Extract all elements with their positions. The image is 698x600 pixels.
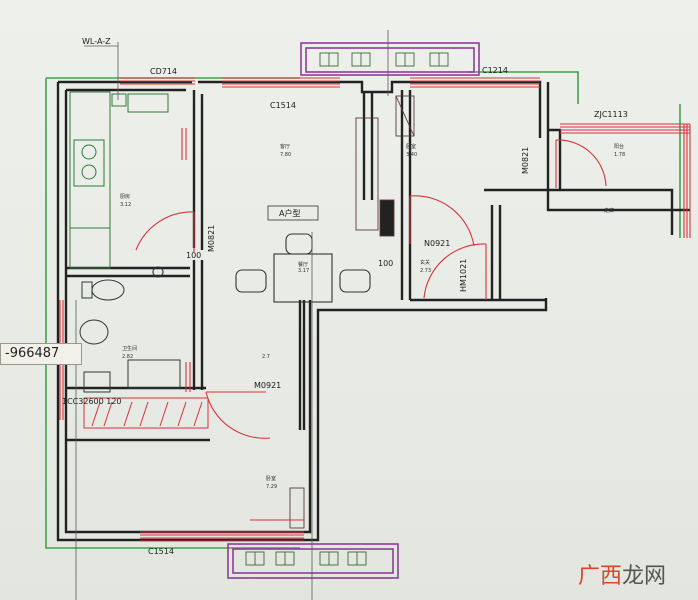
walls xyxy=(56,80,690,542)
door-swings xyxy=(135,139,607,439)
bay-windows xyxy=(227,42,480,579)
label-100-right: 100 xyxy=(378,259,393,268)
unit-tag: A户型 xyxy=(279,208,300,218)
wardrobe xyxy=(83,397,209,429)
label-m0821-right: M0821 xyxy=(521,147,530,174)
watermark-part2: 龙网 xyxy=(621,564,666,589)
watermark: 广西龙网 xyxy=(578,558,666,590)
room-masterbed-name: 卧室 xyxy=(266,475,276,482)
label-m0821-left: M0821 xyxy=(207,225,216,252)
inner-window-frames xyxy=(289,95,415,529)
room-passage-area: 2.7 xyxy=(262,354,270,360)
bay-window-fixtures xyxy=(245,52,449,566)
unit-tag-box xyxy=(267,205,319,221)
dining-set xyxy=(152,233,371,303)
label-bottom-left: 1CC32600 120 xyxy=(62,397,122,406)
label-c1214: C1214 xyxy=(482,66,508,75)
room-balcony-area: 1.78 xyxy=(614,152,625,158)
room-hall-area: 2.73 xyxy=(420,268,431,274)
room-living-area: 7.80 xyxy=(280,152,291,158)
label-wl: WL-A-Z xyxy=(82,37,111,46)
label-c1514-top: C1514 xyxy=(270,101,296,110)
label-cd714: CD714 xyxy=(150,67,177,76)
watermark-part1: 广西 xyxy=(577,564,622,589)
id-overlay-label: -966487 xyxy=(0,343,82,365)
kitchen-fixtures xyxy=(69,91,169,269)
door-leaves xyxy=(193,140,557,393)
windows xyxy=(59,77,691,542)
room-bath-area: 2.82 xyxy=(122,354,133,360)
room-hall-name: 玄关 xyxy=(420,259,430,266)
room-bedroom-name: 卧室 xyxy=(406,143,416,150)
label-c1514-bottom: C1514 xyxy=(148,547,174,556)
room-bedroom-area: 3.40 xyxy=(406,152,417,158)
label-hm1021: HM1021 xyxy=(459,259,468,292)
label-zjc1113: ZJC1113 xyxy=(594,110,628,119)
label-n0921: N0921 xyxy=(424,239,450,248)
room-kitchen-name: 厨房 xyxy=(120,193,130,200)
room-balcony-name: 阳台 xyxy=(614,143,624,150)
room-bath-name: 卫生间 xyxy=(122,345,137,352)
room-kitchen-area: 3.12 xyxy=(120,202,131,208)
room-living-name: 客厅 xyxy=(280,143,290,150)
room-dining-name: 餐厅 xyxy=(298,261,308,268)
room-corridor-name: 走廊 xyxy=(604,207,614,214)
bathroom-fixtures xyxy=(79,279,181,393)
room-masterbed-area: 7.29 xyxy=(266,484,277,490)
label-m0921: M0921 xyxy=(254,381,281,390)
reference-lines xyxy=(75,30,389,600)
room-dining-area: 3.17 xyxy=(298,268,309,274)
label-100-left: 100 xyxy=(186,251,201,260)
